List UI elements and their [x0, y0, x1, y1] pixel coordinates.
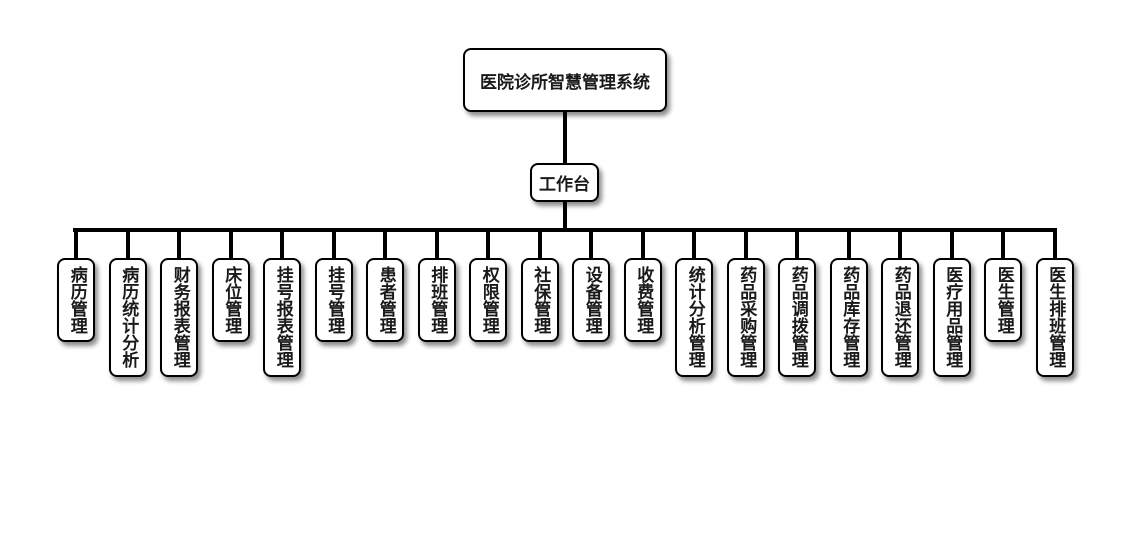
- module-node[interactable]: 社保管理: [520, 258, 559, 342]
- module-label: 医生排班管理: [1045, 266, 1066, 368]
- module-label: 患者管理: [375, 266, 396, 334]
- module-node[interactable]: 挂号报表管理: [263, 258, 301, 377]
- module-connector: [434, 228, 439, 258]
- module-node[interactable]: 设备管理: [572, 258, 610, 342]
- module-connector: [331, 228, 336, 258]
- module-label: 床位管理: [221, 266, 242, 334]
- workbench-node[interactable]: 工作台: [530, 163, 599, 202]
- module-node[interactable]: 医生排班管理: [1035, 258, 1074, 377]
- module-connector: [1052, 228, 1057, 258]
- module-connector: [383, 228, 387, 258]
- module-connector: [589, 228, 593, 258]
- root-hub-connector: [563, 112, 567, 163]
- module-connector: [846, 228, 851, 258]
- module-connector: [280, 228, 284, 258]
- module-connector: [177, 228, 181, 258]
- module-connector: [640, 228, 645, 258]
- module-label: 挂号管理: [324, 266, 345, 334]
- module-connector: [125, 228, 130, 258]
- module-label: 设备管理: [581, 266, 602, 334]
- module-label: 收费管理: [633, 266, 654, 334]
- module-label: 病历管理: [66, 266, 87, 334]
- module-connector: [486, 228, 490, 258]
- module-node[interactable]: 患者管理: [366, 258, 404, 342]
- horizontal-bus: [73, 228, 1057, 232]
- module-label: 药品采购管理: [736, 266, 757, 368]
- module-label: 排班管理: [427, 266, 448, 334]
- module-label: 挂号报表管理: [272, 266, 293, 368]
- module-node[interactable]: 床位管理: [211, 258, 250, 342]
- module-label: 医疗用品管理: [942, 266, 963, 368]
- module-connector: [898, 228, 902, 258]
- module-connector: [949, 228, 954, 258]
- hub-bus-connector: [563, 202, 567, 231]
- module-node[interactable]: 病历管理: [57, 258, 95, 342]
- module-node[interactable]: 财务报表管理: [160, 258, 198, 377]
- module-connector: [743, 228, 748, 258]
- module-node[interactable]: 医生管理: [984, 258, 1022, 342]
- module-node[interactable]: 挂号管理: [314, 258, 353, 342]
- module-connector: [537, 228, 542, 258]
- module-node[interactable]: 药品采购管理: [726, 258, 765, 377]
- root-label: 医院诊所智慧管理系统: [480, 72, 650, 93]
- module-node[interactable]: 药品退还管理: [881, 258, 919, 377]
- module-connector: [74, 228, 78, 258]
- module-node[interactable]: 排班管理: [417, 258, 456, 342]
- module-node[interactable]: 统计分析管理: [675, 258, 713, 377]
- module-label: 药品调拨管理: [787, 266, 808, 368]
- module-label: 社保管理: [530, 266, 551, 334]
- workbench-label: 工作台: [539, 175, 590, 195]
- module-node[interactable]: 权限管理: [469, 258, 507, 342]
- root-node[interactable]: 医院诊所智慧管理系统: [463, 48, 667, 112]
- module-label: 统计分析管理: [684, 266, 705, 368]
- module-node[interactable]: 医疗用品管理: [932, 258, 971, 377]
- module-label: 病历统计分析: [118, 266, 139, 368]
- module-label: 权限管理: [478, 266, 499, 334]
- module-node[interactable]: 药品调拨管理: [778, 258, 816, 377]
- module-label: 药品库存管理: [839, 266, 860, 368]
- module-label: 药品退还管理: [890, 266, 911, 368]
- module-node[interactable]: 病历统计分析: [108, 258, 147, 377]
- module-label: 医生管理: [993, 266, 1014, 334]
- module-connector: [795, 228, 799, 258]
- module-connector: [1001, 228, 1005, 258]
- module-node[interactable]: 药品库存管理: [829, 258, 868, 377]
- module-label: 财务报表管理: [169, 266, 190, 368]
- module-node[interactable]: 收费管理: [623, 258, 662, 342]
- module-connector: [228, 228, 233, 258]
- module-connector: [692, 228, 696, 258]
